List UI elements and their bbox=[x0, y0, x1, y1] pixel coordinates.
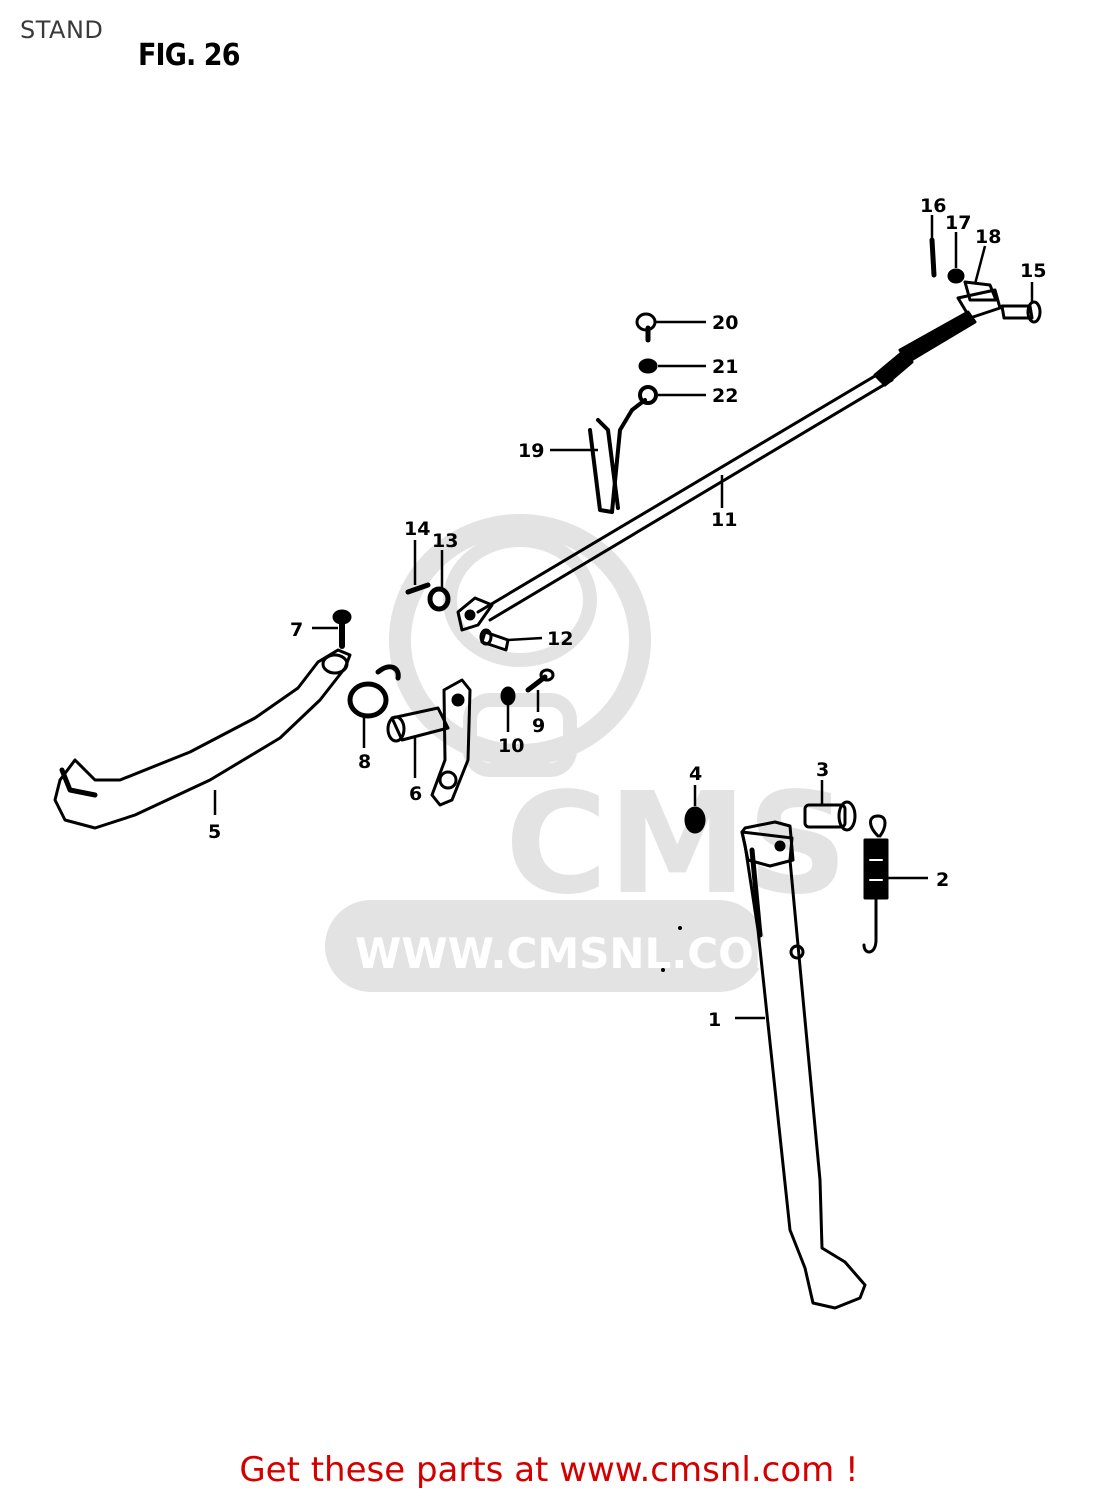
callout-13[interactable]: 13 bbox=[432, 530, 458, 552]
callout-5[interactable]: 5 bbox=[208, 821, 221, 843]
part-1-side-stand bbox=[740, 820, 867, 1310]
promo-banner: Get these parts at www.cmsnl.com ! bbox=[0, 1450, 1098, 1490]
watermark-logo-text: CMS bbox=[505, 763, 848, 926]
promo-link[interactable]: www.cmsnl.com bbox=[559, 1450, 835, 1490]
callout-10[interactable]: 10 bbox=[498, 735, 524, 757]
part-18-clevis bbox=[963, 280, 998, 302]
watermark: CMS WWW.CMSNL.COM bbox=[325, 514, 848, 992]
callout-17[interactable]: 17 bbox=[945, 212, 971, 234]
callout-7[interactable]: 7 bbox=[290, 619, 303, 641]
callout-20[interactable]: 20 bbox=[712, 312, 738, 334]
part-10-nut bbox=[500, 686, 516, 706]
callout-1[interactable]: 1 bbox=[708, 1009, 721, 1031]
parts-drawing bbox=[53, 237, 1042, 1310]
watermark-banner bbox=[325, 900, 765, 992]
part-11-rod bbox=[456, 288, 1002, 632]
callout-15[interactable]: 15 bbox=[1020, 260, 1046, 282]
callout-19[interactable]: 19 bbox=[518, 440, 544, 462]
part-13-washer bbox=[427, 586, 451, 612]
callout-2[interactable]: 2 bbox=[936, 869, 949, 891]
part-14-cotter-pin bbox=[405, 582, 431, 595]
figure-title: FIG. 26 bbox=[138, 38, 240, 73]
leader-18 bbox=[973, 245, 987, 285]
callout-8[interactable]: 8 bbox=[358, 751, 371, 773]
part-9-bolt bbox=[525, 668, 555, 693]
callout-22[interactable]: 22 bbox=[712, 385, 738, 407]
part-17-washer bbox=[947, 268, 965, 284]
watermark-mascot-icon bbox=[389, 514, 651, 777]
part-20-bolt bbox=[635, 312, 657, 343]
callout-16[interactable]: 16 bbox=[920, 195, 946, 217]
part-6-shaft-lever bbox=[386, 678, 472, 807]
part-8-circlip bbox=[347, 664, 401, 719]
page-title: STAND bbox=[20, 16, 104, 44]
watermark-url-text: WWW.CMSNL.COM bbox=[355, 929, 796, 978]
part-12-pin bbox=[479, 628, 510, 652]
part-15-bolt bbox=[1000, 300, 1042, 324]
promo-prefix-text: Get these parts at bbox=[239, 1450, 560, 1490]
part-3-bolt bbox=[803, 800, 857, 832]
part-19-bracket bbox=[588, 398, 647, 514]
callout-21[interactable]: 21 bbox=[712, 356, 738, 378]
part-4-nut bbox=[684, 806, 706, 834]
part-21-washer bbox=[638, 358, 658, 374]
promo-suffix-text: ! bbox=[834, 1450, 859, 1490]
callout-11[interactable]: 11 bbox=[711, 509, 737, 531]
leader-12 bbox=[507, 636, 543, 642]
part-22-nut bbox=[638, 385, 658, 405]
callout-labels: 1 2 3 4 5 6 7 8 9 10 11 12 13 14 15 16 1… bbox=[208, 195, 1046, 1031]
leader-lines bbox=[213, 215, 1034, 1020]
part-16-pin bbox=[929, 237, 937, 278]
callout-6[interactable]: 6 bbox=[409, 783, 422, 805]
callout-3[interactable]: 3 bbox=[816, 759, 829, 781]
part-2-spring bbox=[862, 814, 889, 954]
part-5-pedal-arm bbox=[53, 648, 352, 830]
callout-18[interactable]: 18 bbox=[975, 226, 1001, 248]
part-7-bolt bbox=[332, 609, 352, 649]
callout-9[interactable]: 9 bbox=[532, 715, 545, 737]
callout-14[interactable]: 14 bbox=[404, 518, 430, 540]
callout-4[interactable]: 4 bbox=[689, 763, 702, 785]
callout-12[interactable]: 12 bbox=[547, 628, 573, 650]
